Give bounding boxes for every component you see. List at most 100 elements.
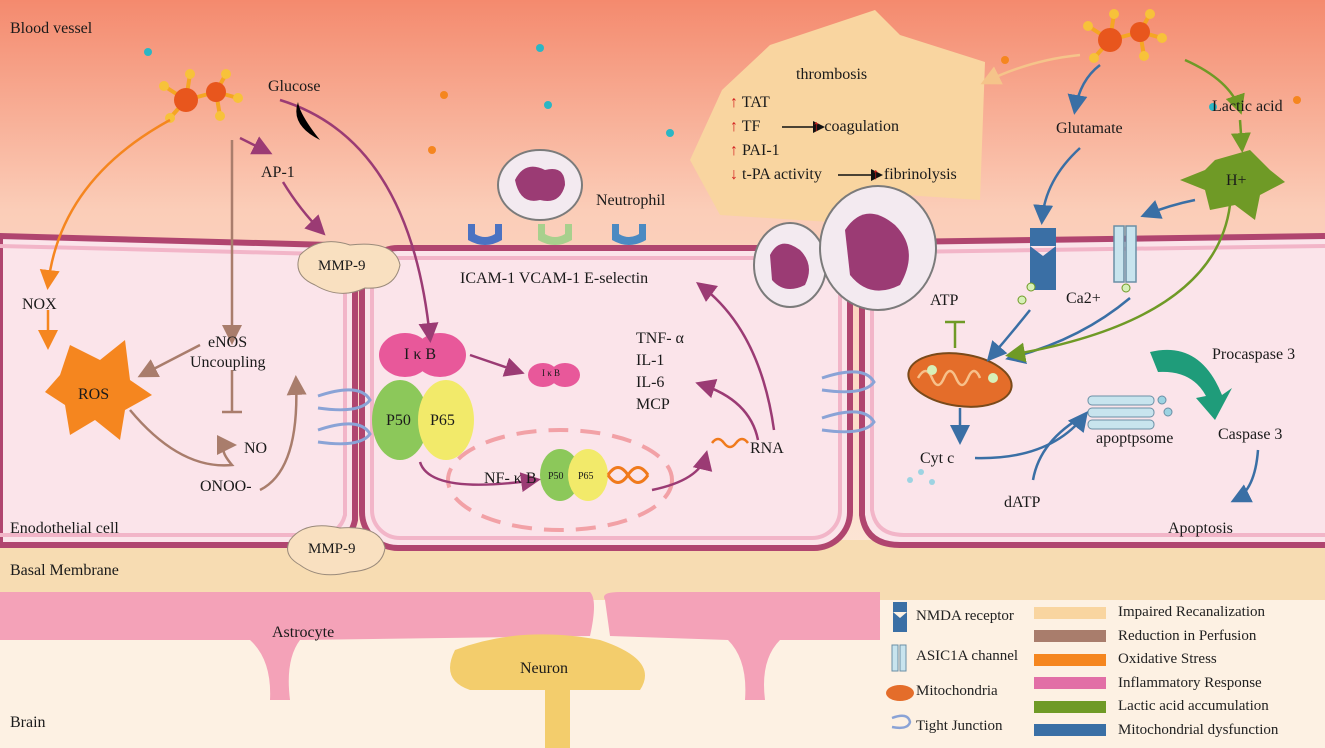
asic1a-channel-icon bbox=[1113, 225, 1125, 283]
caspase-conversion-arrow bbox=[1150, 349, 1232, 420]
legend-color-swatch bbox=[1034, 700, 1106, 713]
thrombosis-item-pai1: ↑ PAI-1 bbox=[730, 142, 780, 159]
legend-color-label: Mitochondrial dysfunction bbox=[1118, 721, 1279, 738]
up-arrow-icon: ↑ bbox=[730, 142, 738, 159]
blood-vessel-label: Blood vessel bbox=[10, 20, 93, 37]
nfkb-complex-icon bbox=[540, 449, 608, 501]
onoo-label: ONOO- bbox=[200, 478, 252, 495]
datp-label: dATP bbox=[1004, 494, 1041, 511]
mmp9-bottom-blob bbox=[287, 525, 386, 576]
legend-tight-junction-icon bbox=[891, 714, 912, 730]
legend-color-swatch bbox=[1034, 606, 1106, 619]
thrombosis-item-tf: ↑ TF↑ coagulation bbox=[730, 118, 900, 135]
adhesion-molecules-label: ICAM-1 VCAM-1 E-selectin bbox=[460, 270, 649, 287]
legend-color-item: Oxidative Stress bbox=[1034, 651, 1217, 668]
thrombosis-item-tat: ↑ TAT bbox=[730, 94, 770, 111]
thrombosis-area bbox=[690, 10, 985, 222]
up-arrow-icon: ↑ bbox=[730, 118, 738, 135]
apoptosome-label: apoptpsome bbox=[1096, 430, 1174, 447]
atp-label: ATP bbox=[930, 292, 959, 309]
legend-mitochondria: Mitochondria bbox=[916, 683, 998, 699]
no-label: NO bbox=[244, 440, 268, 457]
ap1-label: AP-1 bbox=[261, 164, 295, 181]
mmp9-bottom-label: MMP-9 bbox=[308, 541, 356, 557]
neutrophil-label: Neutrophil bbox=[596, 192, 666, 209]
neuron-label: Neuron bbox=[520, 660, 568, 677]
p65-label: P65 bbox=[430, 412, 455, 429]
lactic-acid-label: Lactic acid bbox=[1212, 98, 1283, 115]
tight-junction-icon bbox=[317, 388, 372, 412]
legend-nmda: NMDA receptor bbox=[916, 608, 1014, 624]
mmp9-top-label: MMP-9 bbox=[318, 258, 366, 274]
apoptosis-label: Apoptosis bbox=[1168, 520, 1233, 537]
legend-mitochondria-icon bbox=[886, 685, 914, 701]
legend-color-label: Oxidative Stress bbox=[1118, 651, 1217, 667]
nmda-receptor-icon bbox=[1030, 228, 1056, 290]
ros-label: ROS bbox=[78, 386, 110, 403]
mmp9-top-blob bbox=[297, 241, 401, 294]
legend-color-swatch bbox=[1034, 653, 1106, 666]
h-plus-star-icon bbox=[1180, 150, 1285, 220]
p50-label: P50 bbox=[386, 412, 411, 429]
legend-color-label: Lactic acid accumulation bbox=[1118, 698, 1269, 714]
legend-tight-junction: Tight Junction bbox=[916, 718, 1003, 734]
thrombosis-item-tpa: ↓ t-PA activity↑ fibrinolysis bbox=[730, 166, 957, 183]
ikb-small-label: I κ B bbox=[542, 368, 561, 378]
glutamate-label: Glutamate bbox=[1056, 120, 1123, 137]
uncoupling-label: Uncoupling bbox=[190, 354, 266, 371]
legend-color-swatch bbox=[1034, 677, 1106, 689]
astrocyte-left bbox=[0, 592, 594, 700]
neutrophil-icon bbox=[497, 149, 583, 221]
legend-asic: ASIC1A channel bbox=[916, 648, 1019, 664]
ikb-label: I κ B bbox=[404, 346, 437, 363]
eselectin-receptor-icon bbox=[612, 224, 646, 245]
nfkb-p65-label: P65 bbox=[578, 471, 594, 482]
icam-receptor-icon bbox=[468, 224, 502, 245]
cytokine-tnf: TNF- α bbox=[636, 330, 684, 347]
down-arrow-icon: ↓ bbox=[730, 166, 738, 183]
tight-junction-icon bbox=[821, 370, 876, 394]
endothelial-cell-label: Enodothelial cell bbox=[10, 520, 119, 537]
ros-star-icon bbox=[45, 340, 152, 440]
brain-label: Brain bbox=[10, 714, 46, 731]
cytc-label: Cyt c bbox=[920, 450, 955, 467]
legend-color-label: Reduction in Perfusion bbox=[1118, 627, 1257, 644]
up-arrow-icon: ↑ bbox=[730, 94, 738, 111]
ikb-small-icon bbox=[528, 363, 580, 387]
legend-color-label: Impaired Recanalization bbox=[1118, 604, 1266, 620]
legend-color-item: Lactic acid accumulation bbox=[1034, 698, 1269, 715]
cytokine-mcp: MCP bbox=[636, 396, 670, 413]
basal-membrane-label: Basal Membrane bbox=[10, 562, 119, 579]
legend-color-swatch bbox=[1034, 630, 1106, 642]
legend-asic-icon bbox=[899, 644, 907, 672]
up-arrow-icon: ↑ bbox=[871, 166, 880, 183]
glucose-label: Glucose bbox=[268, 78, 321, 95]
apoptosome-icon bbox=[1087, 395, 1173, 430]
nox-label: NOX bbox=[22, 296, 57, 313]
ca-label: Ca2+ bbox=[1066, 290, 1101, 307]
mitochondria-icon bbox=[907, 352, 1013, 408]
cytokine-il1: IL-1 bbox=[636, 352, 665, 369]
caspase-label: Caspase 3 bbox=[1218, 426, 1283, 443]
astrocyte-label: Astrocyte bbox=[272, 624, 335, 641]
middle-endothelial-cell bbox=[359, 245, 853, 551]
nucleus-outline bbox=[446, 428, 674, 532]
legend-color-item: Inflammatory Response bbox=[1034, 675, 1262, 692]
nfkb-p50-label: P50 bbox=[548, 471, 564, 482]
nfkb-label: NF- κ B bbox=[484, 470, 537, 487]
legend-color-label: Inflammatory Response bbox=[1118, 674, 1262, 691]
ikb-complex-icon bbox=[372, 333, 474, 460]
rna-icon bbox=[711, 437, 749, 449]
legend-nmda-icon bbox=[893, 602, 907, 632]
legend-color-item: Reduction in Perfusion bbox=[1034, 628, 1256, 645]
neutrophil-icon bbox=[753, 185, 937, 311]
h-plus-label: H+ bbox=[1226, 172, 1247, 189]
astrocyte-middle bbox=[604, 592, 880, 700]
enos-label: eNOS bbox=[208, 334, 248, 351]
blood-particles bbox=[144, 44, 1301, 186]
up-arrow-icon: ↑ bbox=[812, 118, 821, 135]
neuron-shape bbox=[450, 634, 645, 748]
legend-color-item: Impaired Recanalization bbox=[1034, 604, 1265, 621]
